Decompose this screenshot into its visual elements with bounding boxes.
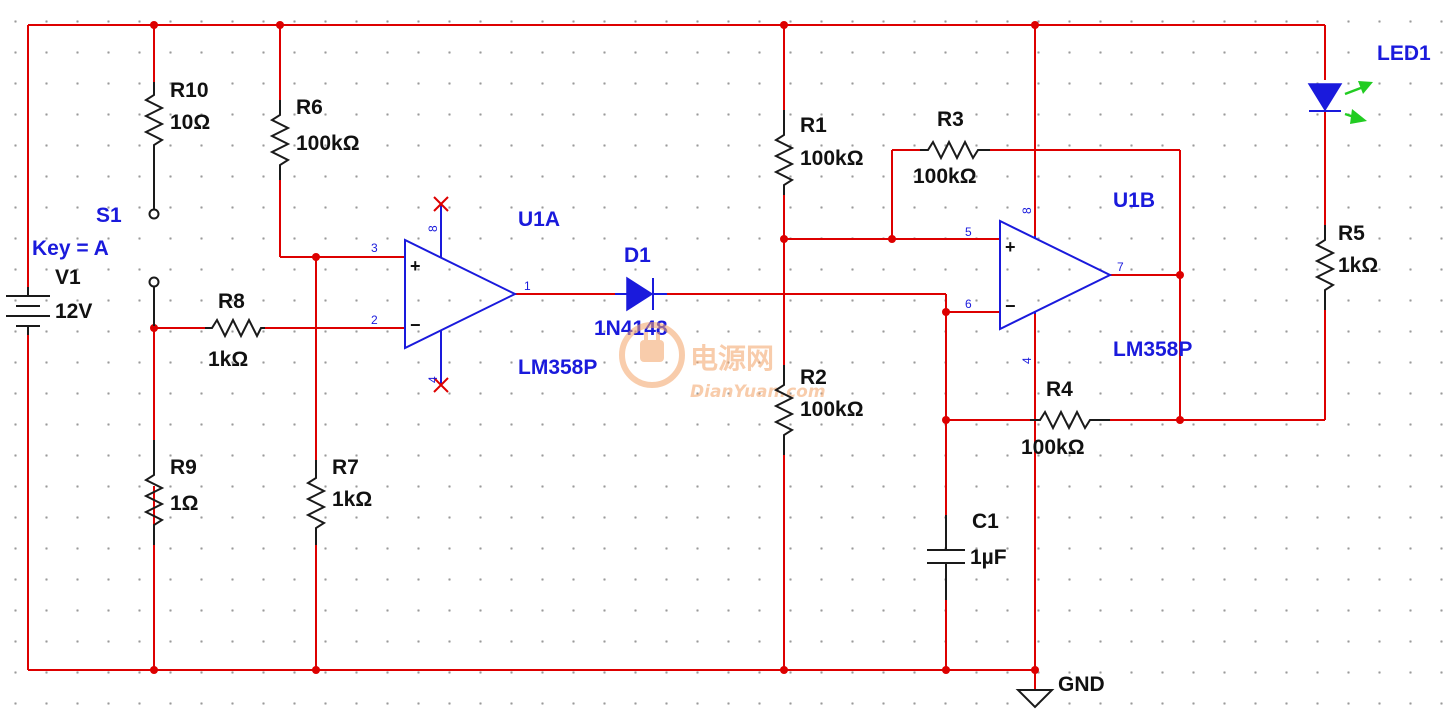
no-connect-u1a-pin4 (433, 377, 449, 393)
resistor-r5 (1314, 225, 1336, 310)
r9-value-label: 1Ω (170, 492, 199, 515)
resistor-r9 (143, 440, 165, 545)
battery-v1 (6, 287, 50, 335)
u1b-part-label: LM358P (1113, 338, 1192, 361)
u1b-pin5: 5 (965, 225, 972, 239)
led1-ref-label: LED1 (1377, 42, 1431, 65)
r6-value-label: 100kΩ (296, 132, 360, 155)
s1-ref-label: S1 (96, 204, 122, 227)
r8-ref-label: R8 (218, 290, 245, 313)
resistor-r6 (269, 100, 291, 180)
ground-icon (1015, 689, 1055, 709)
switch-s1[interactable] (148, 190, 160, 326)
u1a-pin4: 4 (426, 376, 440, 383)
u1b-pin6: 6 (965, 297, 972, 311)
u1a-pin1: 1 (524, 279, 531, 293)
r5-value-label: 1kΩ (1338, 254, 1378, 277)
resistor-r1 (773, 110, 795, 195)
u1b-pin4: 4 (1020, 357, 1034, 364)
v1-ref-label: V1 (55, 266, 81, 289)
r1-ref-label: R1 (800, 114, 827, 137)
no-connect-u1a-pin8 (433, 196, 449, 212)
r3-value-label: 100kΩ (913, 165, 977, 188)
watermark-cn-text: 电源网 (690, 342, 774, 375)
r10-value-label: 10Ω (170, 111, 210, 134)
u1a-plus-sign: + (410, 256, 421, 276)
capacitor-c1 (927, 515, 965, 600)
r4-ref-label: R4 (1046, 378, 1073, 401)
plug-logo-icon (619, 322, 685, 388)
u1a-part-label: LM358P (518, 356, 597, 379)
r4-value-label: 100kΩ (1021, 436, 1085, 459)
u1a-pin2: 2 (371, 313, 378, 327)
resistor-r10 (143, 82, 165, 190)
gnd-label: GND (1058, 673, 1105, 696)
r5-ref-label: R5 (1338, 222, 1365, 245)
resistor-r8 (205, 317, 265, 339)
r2-ref-label: R2 (800, 366, 827, 389)
c1-value-label: 1µF (970, 546, 1007, 569)
u1a-minus-sign: − (410, 315, 421, 335)
u1a-pin3: 3 (371, 241, 378, 255)
s1-key-label: Key = A (32, 237, 109, 260)
r9-ref-label: R9 (170, 456, 197, 479)
v1-value-label: 12V (55, 300, 92, 323)
r7-ref-label: R7 (332, 456, 359, 479)
r2-value-label: 100kΩ (800, 398, 864, 421)
r10-ref-label: R10 (170, 79, 209, 102)
r3-ref-label: R3 (937, 108, 964, 131)
u1b-pin7: 7 (1117, 260, 1124, 274)
r7-value-label: 1kΩ (332, 488, 372, 511)
junction-dots (150, 21, 1184, 674)
resistor-r3 (920, 139, 990, 161)
u1b-pin8: 8 (1020, 207, 1034, 214)
r6-ref-label: R6 (296, 96, 323, 119)
opamp-u1b (999, 219, 1113, 331)
u1b-ref-label: U1B (1113, 189, 1155, 212)
r1-value-label: 100kΩ (800, 147, 864, 170)
resistor-r2 (773, 365, 795, 455)
u1b-minus-sign: − (1005, 296, 1016, 316)
c1-ref-label: C1 (972, 510, 999, 533)
resistor-r7 (305, 460, 327, 545)
d1-ref-label: D1 (624, 244, 651, 267)
u1a-ref-label: U1A (518, 208, 560, 231)
u1b-plus-sign: + (1005, 237, 1016, 257)
resistor-r4 (1030, 409, 1110, 431)
led1-icon (1307, 81, 1373, 124)
u1a-pin8: 8 (426, 225, 440, 232)
r8-value-label: 1kΩ (208, 348, 248, 371)
diode-d1 (615, 276, 667, 312)
opamp-u1a (404, 204, 518, 385)
